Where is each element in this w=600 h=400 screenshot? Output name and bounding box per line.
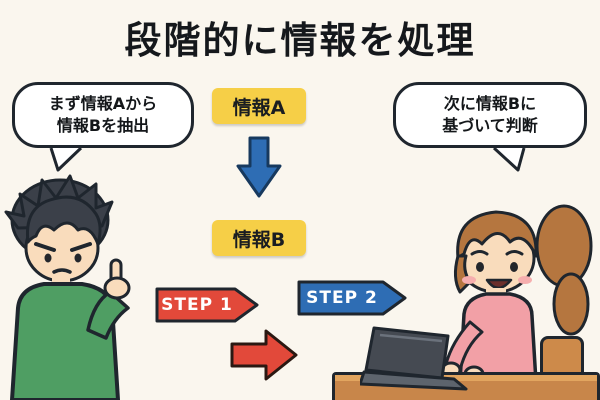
info-box-a: 情報A xyxy=(212,88,306,124)
boy-character xyxy=(4,174,131,400)
step2-banner: STEP 2 xyxy=(297,280,407,316)
speech-bubble-left: まず情報Aから 情報Bを抽出 xyxy=(12,82,194,172)
down-arrow-icon xyxy=(236,136,282,198)
speech-bubble-right: 次に情報Bに 基づいて判断 xyxy=(393,82,587,172)
step2-label: STEP 2 xyxy=(306,288,378,308)
girl-character xyxy=(440,204,593,384)
speech-bubble-left-line2: 情報Bを抽出 xyxy=(56,116,150,135)
desk-surface xyxy=(335,375,597,381)
step2-arrow-shape xyxy=(297,280,407,316)
speech-bubble-right-line1: 次に情報Bに xyxy=(443,94,537,114)
speech-tail-icon xyxy=(492,146,526,172)
step1-label: STEP 1 xyxy=(161,295,233,315)
speech-tail-icon xyxy=(49,146,83,172)
page-title: 段階的に情報を処理 xyxy=(124,19,476,62)
laptop xyxy=(360,326,468,391)
speech-bubble-right-line2: 基づいて判断 xyxy=(442,116,538,135)
step1-banner: STEP 1 xyxy=(155,287,259,323)
speech-bubble-left-line1: まず情報Aから xyxy=(48,94,158,114)
right-arrow-icon xyxy=(230,329,298,381)
step1-arrow-shape xyxy=(155,287,259,323)
info-box-b: 情報B xyxy=(212,220,306,256)
